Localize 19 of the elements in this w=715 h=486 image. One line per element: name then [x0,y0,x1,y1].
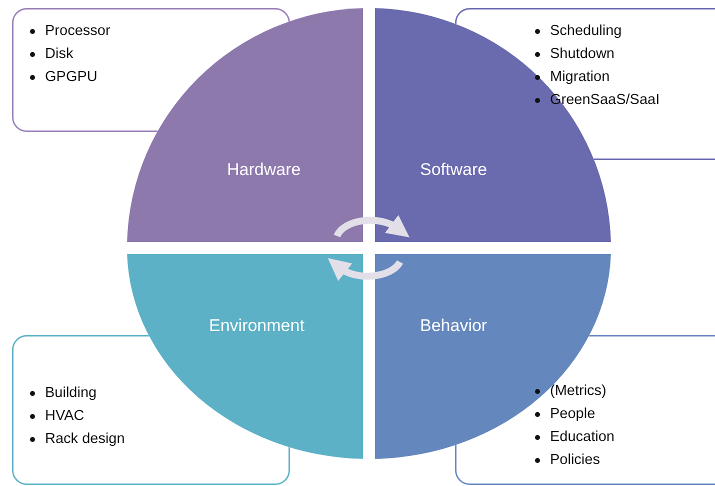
list-item: Education [550,429,614,445]
list-item: Scheduling [550,23,622,39]
cycle-arrow [334,214,410,238]
quadrant-label: Environment [209,316,304,336]
cycle-arrow [327,258,403,282]
quadrant-label: Software [420,160,488,180]
list-item: HVAC [45,408,84,424]
quadrant-label: Hardware [227,160,301,180]
list-item: Building [45,385,97,401]
list-item: Processor [45,23,110,39]
list-item: Shutdown [550,46,614,62]
list-item: Policies [550,452,600,468]
list-item: GPGPU [45,69,98,85]
list-item: People [550,406,596,422]
list-item: Migration [550,69,610,85]
quadrant-label: Behavior [420,316,488,336]
list-item: Rack design [45,431,125,447]
list-item: (Metrics) [550,383,606,399]
list-item: Disk [45,46,74,62]
